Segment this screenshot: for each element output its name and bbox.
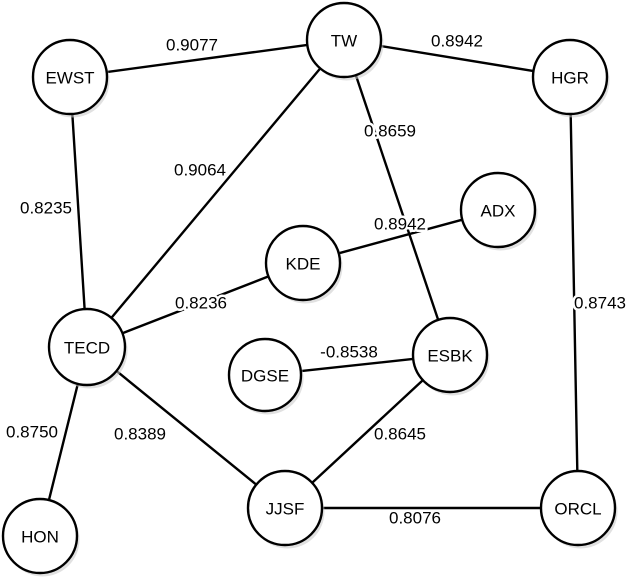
edge-hgr-orcl[interactable] bbox=[569, 111, 579, 474]
edge-label-halo: 0.9064 bbox=[174, 161, 226, 180]
edge-label-halo: 0.8645 bbox=[374, 425, 426, 444]
node-hon[interactable] bbox=[1, 497, 79, 575]
node-ewst[interactable] bbox=[31, 38, 109, 116]
edge-weight-ewst-tecd: 0.8235 bbox=[20, 199, 72, 218]
node-hgr[interactable] bbox=[531, 38, 609, 116]
node-tw[interactable] bbox=[305, 1, 383, 79]
edge-label-halo: 0.8743 bbox=[574, 294, 626, 313]
edge-weight-tecd-tw: 0.9064 bbox=[174, 161, 226, 180]
edge-label-halo: 0.8750 bbox=[6, 423, 58, 442]
edges-layer bbox=[47, 43, 579, 510]
edge-weight-ewst-tw: 0.9077 bbox=[166, 36, 218, 55]
edge-weight-jjsf-orcl: 0.8076 bbox=[389, 509, 441, 528]
edge-weight-tecd-jjsf: 0.8389 bbox=[114, 425, 166, 444]
edge-tecd-jjsf[interactable] bbox=[114, 369, 259, 487]
edge-tecd-tw[interactable] bbox=[109, 66, 323, 320]
node-kde[interactable] bbox=[264, 224, 342, 302]
edge-tecd-kde[interactable] bbox=[120, 274, 271, 335]
edge-kde-adx[interactable] bbox=[336, 218, 465, 255]
edge-weight-dgse-esbk: -0.8538 bbox=[320, 343, 378, 362]
edge-jjsf-esbk[interactable] bbox=[310, 378, 425, 485]
edge-dgse-esbk[interactable] bbox=[298, 357, 416, 373]
edge-ewst-tecd[interactable] bbox=[71, 111, 86, 312]
node-tecd[interactable] bbox=[47, 307, 127, 387]
edge-label-halo: 0.8235 bbox=[20, 199, 72, 218]
edge-label-halo: 0.8076 bbox=[389, 509, 441, 528]
edge-weight-hgr-orcl: 0.8743 bbox=[574, 294, 626, 313]
node-dgse[interactable] bbox=[227, 337, 303, 413]
edge-ewst-tw[interactable] bbox=[104, 43, 310, 74]
edge-label-halo: -0.8538 bbox=[320, 343, 378, 362]
edge-tecd-hon[interactable] bbox=[47, 381, 80, 503]
edge-tw-hgr[interactable] bbox=[378, 44, 536, 73]
edge-weight-tecd-hon: 0.8750 bbox=[6, 423, 58, 442]
node-jjsf[interactable] bbox=[246, 469, 324, 547]
node-esbk[interactable] bbox=[411, 316, 489, 394]
edge-label-halo: 0.8389 bbox=[114, 425, 166, 444]
edge-label-halo: 0.8942 bbox=[431, 32, 483, 51]
edge-weight-tw-hgr: 0.8942 bbox=[431, 32, 483, 51]
node-orcl[interactable] bbox=[539, 469, 617, 547]
edge-label-halo: 0.9077 bbox=[166, 36, 218, 55]
edge-tw-esbk[interactable] bbox=[354, 72, 440, 323]
edge-weight-jjsf-esbk: 0.8645 bbox=[374, 425, 426, 444]
node-adx[interactable] bbox=[459, 171, 537, 249]
